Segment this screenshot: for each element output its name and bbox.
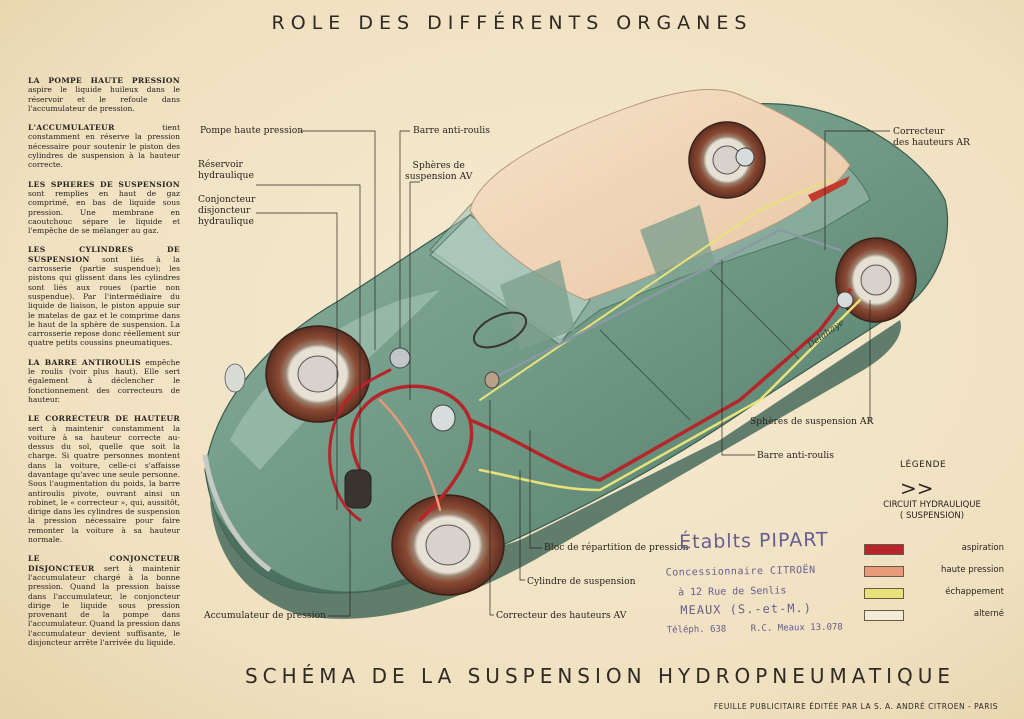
organ-name: LE CORRECTEUR DE HAUTEUR [28, 414, 180, 424]
stamp-line-2: Concessionnaire CITROËN [665, 564, 816, 579]
organ-name: LE CONJONCTEUR DISJONCTEUR [28, 554, 180, 573]
rear-sphere-left [735, 147, 755, 167]
label-conjoncteur: Conjoncteur disjoncteur hydraulique [198, 194, 256, 227]
legend-title: LÉGENDE [900, 460, 947, 470]
legend-swatch [864, 610, 904, 621]
organ-role-text: sont liés à la carrosserie (partie suspe… [28, 254, 180, 348]
front-left-wheel [265, 325, 371, 423]
organ-name: LA POMPE HAUTE PRESSION [28, 76, 180, 85]
stamp-line-4: MEAUX (S.-et-M.) [680, 601, 813, 618]
label-correcteur-ar: Correcteur des hauteurs AR [893, 126, 970, 148]
legend-label: alterné [973, 609, 1004, 619]
accumulator [344, 469, 372, 509]
stamp-line-6: R.C. Meaux 13.078 [750, 622, 843, 635]
organ-description: LES CYLINDRES DE SUSPENSION sont liés à … [28, 245, 180, 347]
organ-description: LA BARRE ANTIROULIS empêche le roulis (v… [28, 358, 180, 404]
hydraulic-circuit [328, 179, 862, 522]
stamp-line-1: Établts PIPART [678, 528, 829, 554]
organ-role-text: sont remplies en haut de gaz comprimé, e… [28, 188, 180, 236]
legend-label: aspiration [961, 543, 1004, 553]
organ-description: LA POMPE HAUTE PRESSION aspire le liquid… [28, 76, 180, 113]
legend-item: aspiration [864, 543, 1004, 556]
label-barre-antiroulis-top: Barre anti-roulis [413, 125, 490, 136]
stamp-line-5: Téléph. 638 [666, 624, 727, 636]
organ-description: L'ACCUMULATEUR tient constamment en rése… [28, 123, 180, 169]
label-barre-antiroulis-mid: Barre anti-roulis [757, 450, 834, 461]
legend-label: haute pression [941, 565, 1004, 575]
legend-arrow-icon: >> [900, 476, 934, 500]
rear-sphere-right [836, 291, 854, 309]
label-cylindre: Cylindre de suspension [527, 576, 636, 587]
organ-name: LES SPHERES DE SUSPENSION [28, 179, 180, 189]
label-spheres-ar: Sphères de suspension AR [750, 416, 874, 427]
organ-role-text: sert à maintenir constamment la voiture … [28, 423, 180, 545]
label-pompe: Pompe haute pression [200, 125, 304, 136]
organ-name: LES CYLINDRES DE SUSPENSION [28, 245, 180, 264]
dealer-stamp: Établts PIPART Concessionnaire CITROËN à… [639, 528, 871, 652]
legend-item: échappement [864, 587, 1004, 600]
legend-swatch [864, 544, 904, 555]
pressure-block-sphere [430, 404, 456, 432]
legend-item: alterné [864, 609, 1004, 622]
organ-role-text: tient constamment en réserve la pression… [28, 123, 180, 170]
label-correcteur-av: Correcteur des hauteurs AV [496, 610, 627, 621]
organ-description: LES SPHERES DE SUSPENSION sont remplies … [28, 180, 180, 236]
label-reservoir: Réservoir hydraulique [198, 159, 254, 181]
organ-description: LE CONJONCTEUR DISJONCTEUR sert à mainte… [28, 554, 180, 647]
legend-swatch [864, 588, 904, 599]
front-right-wheel [391, 494, 505, 596]
label-bloc-repartition: Bloc de répartition de pression [544, 542, 689, 553]
organ-role-text: sert à maintenir l'accumulateur chargé à… [28, 563, 180, 648]
hydraulic-components [344, 147, 854, 509]
legend-circuit-label: CIRCUIT HYDRAULIQUE ( SUSPENSION) [883, 500, 981, 521]
legend-swatch [864, 566, 904, 577]
stamp-line-3: à 12 Rue de Senlis [677, 585, 787, 599]
publisher-footer: FEUILLE PUBLICITAIRE ÉDITÉE PAR LA S. A.… [713, 702, 998, 711]
organ-name: L'ACCUMULATEUR [28, 123, 115, 133]
organ-descriptions: LA POMPE HAUTE PRESSION aspire le liquid… [28, 76, 180, 657]
front-suspension-sphere [389, 347, 411, 369]
legend-label: échappement [945, 587, 1004, 597]
leader-lines [256, 130, 890, 617]
legend-item: haute pression [864, 565, 1004, 578]
organ-role-text: aspire le liquide huileux dans le réserv… [28, 85, 180, 113]
organ-role-text: empêche le roulis (voir plus haut). Elle… [28, 357, 180, 404]
organ-description: LE CORRECTEUR DE HAUTEUR sert à mainteni… [28, 414, 180, 544]
distribution-block [484, 371, 500, 389]
poster-subtitle: SCHÉMA DE LA SUSPENSION HYDROPNEUMATIQUE [244, 664, 956, 688]
rear-left-wheel [688, 121, 766, 199]
label-accumulateur: Accumulateur de pression [204, 610, 327, 621]
label-spheres-av: Sphères de suspension AV [405, 160, 473, 182]
organ-name: LA BARRE ANTIROULIS [28, 357, 141, 367]
rear-right-wheel [835, 237, 917, 323]
page-title: ROLE DES DIFFÉRENTS ORGANES [271, 12, 753, 34]
